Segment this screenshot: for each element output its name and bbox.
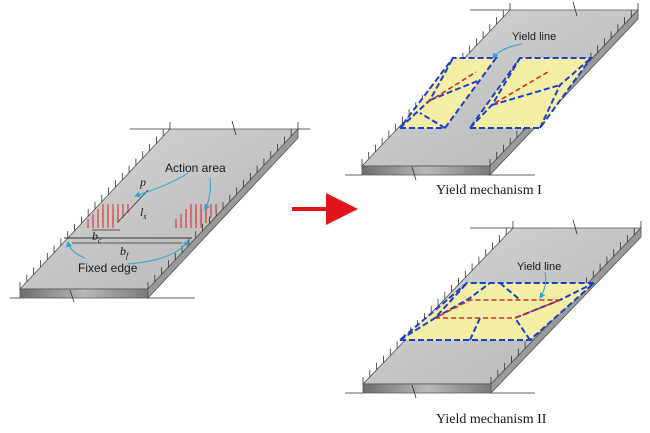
m2-slab-front <box>362 383 492 394</box>
left-slab: p Action area Fixed edge ls bc bf <box>10 120 310 303</box>
left-slab-top <box>19 128 299 290</box>
m1-yield-line-leader <box>492 43 523 59</box>
m1-slab-front <box>361 165 491 176</box>
m2-plate <box>400 283 594 340</box>
dim-ls-label: ls <box>140 205 146 221</box>
action-area-leader-1 <box>134 172 189 198</box>
left-slab-front <box>19 288 149 299</box>
mechanism-2: Yield line Yield mechanism II <box>345 219 642 427</box>
dim-bc-label: bc <box>92 229 102 245</box>
fixed-edge-leader-1 <box>66 241 86 259</box>
m1-yield-lines-red <box>427 71 549 104</box>
left-slab-right <box>147 127 299 300</box>
m2-yield-lines-red <box>434 299 561 319</box>
dim-bf-label: bf <box>120 244 130 260</box>
fixed-edge-label: Fixed edge <box>78 261 138 275</box>
m2-title: Yield mechanism II <box>436 412 547 427</box>
left-support-ticks <box>19 122 299 289</box>
m2-slab-right <box>490 227 642 394</box>
m2-yield-line-leader <box>539 271 547 299</box>
m1-yield-line-label: Yield line <box>512 31 556 43</box>
load-p-label: p <box>139 175 146 189</box>
m2-yield-line-label: Yield line <box>517 261 561 273</box>
fixed-edge-leader-2 <box>127 240 189 265</box>
m1-title: Yield mechanism I <box>436 183 542 198</box>
mechanism-1: Yield line Yield mechanism I <box>345 1 639 198</box>
action-area-label: Action area <box>165 161 226 175</box>
action-area-leader-2 <box>204 177 211 211</box>
action-area-left <box>87 204 129 228</box>
